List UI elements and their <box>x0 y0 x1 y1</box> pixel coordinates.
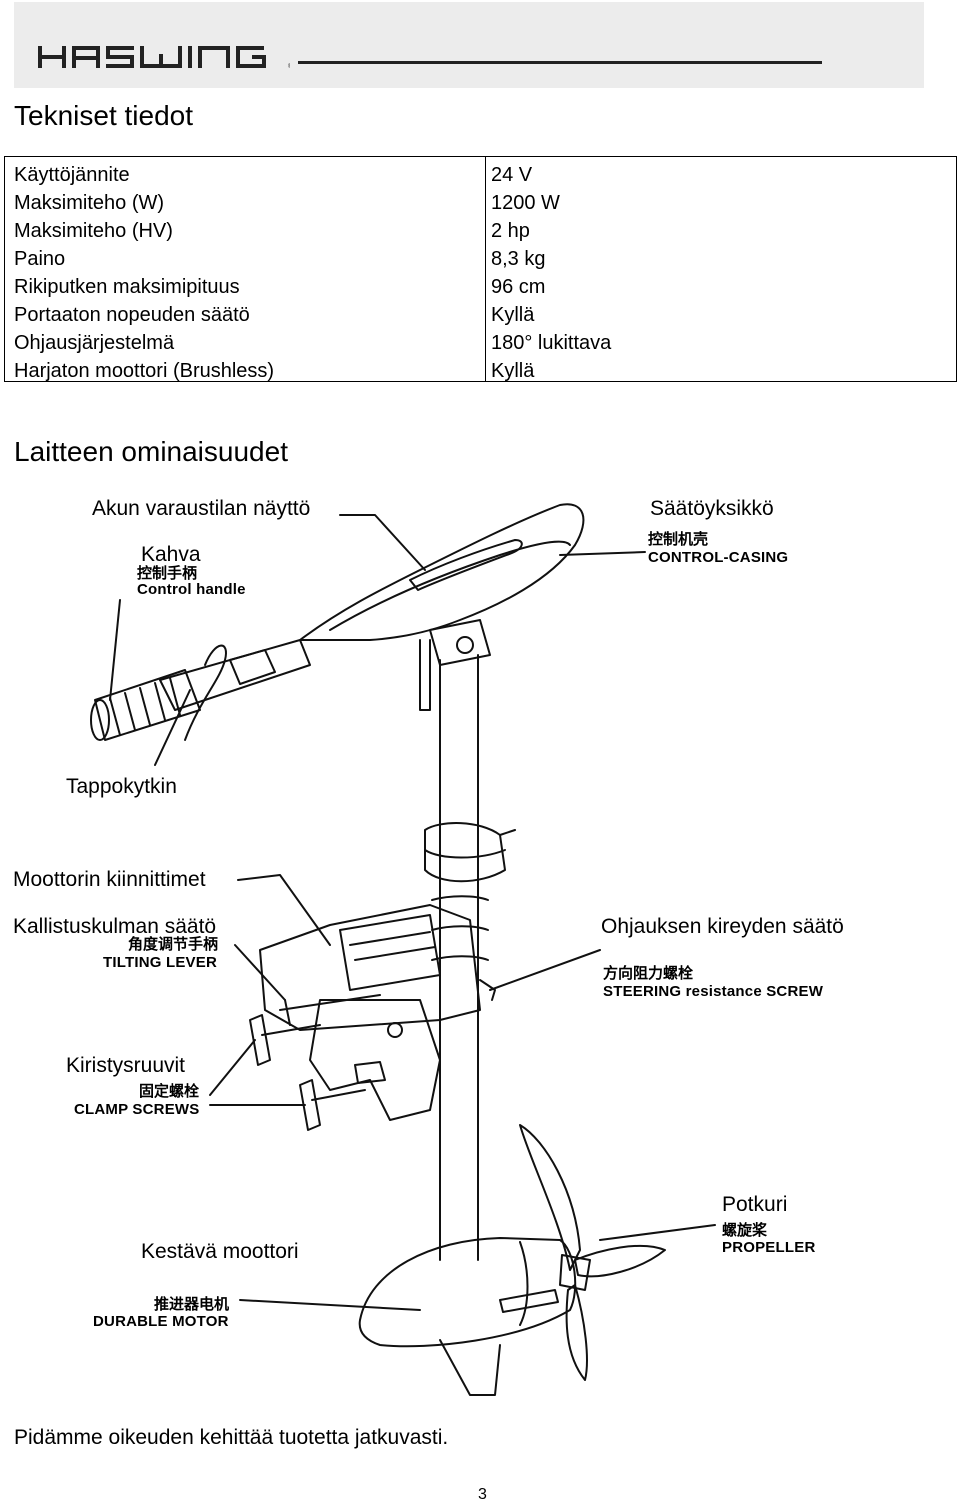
footer-note: Pidämme oikeuden kehittää tuotetta jatku… <box>14 1426 449 1449</box>
leader-motor <box>239 1299 421 1311</box>
label-motor-mounts: Moottorin kiinnittimet <box>13 868 206 891</box>
leader-steering <box>489 949 601 991</box>
spec-label: Maksimiteho (W) <box>14 192 165 214</box>
leader-handle <box>109 599 121 701</box>
clamp-screw-upper <box>249 1014 321 1066</box>
spec-value: 96 cm <box>491 276 546 298</box>
spec-labels: Käyttöjännite Maksimiteho (W) Maksimiteh… <box>14 161 274 385</box>
label-tilt-adjust: Kallistuskulman säätö <box>13 915 217 938</box>
spec-value: Kyllä <box>491 304 535 326</box>
spec-label: Harjaton moottori (Brushless) <box>14 360 275 382</box>
spec-label: Portaaton nopeuden säätö <box>14 304 250 326</box>
label-clamp-en: CLAMP SCREWS <box>74 1101 200 1118</box>
label-battery-display: Akun varaustilan näyttö <box>92 497 311 520</box>
label-propeller-en: PROPELLER <box>722 1239 816 1256</box>
section-title-features: Laitteen ominaisuudet <box>14 436 288 467</box>
motor-mount-bracket <box>259 904 481 1031</box>
leader-battery <box>339 514 426 571</box>
tiller-arm <box>159 639 311 711</box>
spec-value: 24 V <box>491 164 533 186</box>
spec-values: 24 V 1200 W 2 hp 8,3 kg 96 cm Kyllä 180°… <box>491 161 611 385</box>
label-steering-adjust: Ohjauksen kireyden säätö <box>601 915 844 938</box>
label-motor-en: DURABLE MOTOR <box>93 1313 229 1330</box>
spec-value: 8,3 kg <box>491 248 546 270</box>
leader-kill <box>154 689 191 766</box>
spec-value: 2 hp <box>491 220 530 242</box>
spec-table: Käyttöjännite Maksimiteho (W) Maksimiteh… <box>4 156 957 382</box>
spec-label: Käyttöjännite <box>14 164 130 186</box>
clamp-screw-lower <box>299 1079 366 1131</box>
tilting-lever <box>279 994 381 1026</box>
label-propeller-cn: 螺旋桨 <box>722 1222 768 1239</box>
leader-tilt <box>234 944 286 1001</box>
propeller-blades <box>519 1124 666 1381</box>
label-handle-cn: 控制手柄 <box>137 565 198 582</box>
section-title-specs: Tekniset tiedot <box>14 100 193 131</box>
haswing-logo: ® <box>38 46 290 70</box>
label-clamp-screws: Kiristysruuvit <box>66 1054 186 1077</box>
label-steering-cn: 方向阻力螺栓 <box>603 965 694 982</box>
label-steering-en: STEERING resistance SCREW <box>603 983 824 1000</box>
label-handle: Kahva <box>141 543 201 566</box>
header-rule <box>298 61 822 64</box>
spec-divider <box>485 157 486 381</box>
label-control-unit-cn: 控制机壳 <box>648 531 709 548</box>
page-number: 3 <box>478 1486 487 1503</box>
spec-value: Kyllä <box>491 360 535 382</box>
leader-clamp <box>209 1039 306 1106</box>
control-head-shape <box>299 503 585 641</box>
spec-label: Rikiputken maksimipituus <box>14 276 240 298</box>
header-band <box>14 2 924 88</box>
logo-mark: ® <box>288 63 290 70</box>
handle-grip <box>94 669 201 741</box>
spec-value: 1200 W <box>491 192 560 214</box>
motor-pod <box>358 1237 577 1348</box>
skeg <box>439 1339 501 1396</box>
trolling-motor-diagram <box>90 503 716 1396</box>
label-clamp-cn: 固定螺栓 <box>139 1083 200 1100</box>
label-tilt-en: TILTING LEVER <box>103 954 217 971</box>
clamp-plate <box>309 999 441 1121</box>
label-propeller: Potkuri <box>722 1193 788 1216</box>
label-handle-en: Control handle <box>137 581 246 598</box>
steering-collar <box>424 822 506 883</box>
label-tilt-cn: 角度调节手柄 <box>128 936 219 953</box>
label-motor-cn: 推进器电机 <box>154 1296 230 1313</box>
leader-propeller <box>599 1224 716 1241</box>
label-kill-switch: Tappokytkin <box>66 775 177 798</box>
spec-label: Ohjausjärjestelmä <box>14 332 175 354</box>
label-control-unit-en: CONTROL-CASING <box>648 549 789 566</box>
spec-value: 180° lukittava <box>491 332 612 354</box>
leader-mounts <box>237 874 331 946</box>
spec-label: Maksimiteho (HV) <box>14 220 173 242</box>
spec-label: Paino <box>14 248 66 270</box>
leader-control <box>559 551 646 556</box>
battery-display-window <box>409 539 523 591</box>
kill-switch-lanyard <box>184 644 227 741</box>
label-control-unit: Säätöyksikkö <box>650 497 774 520</box>
label-motor: Kestävä moottori <box>141 1240 299 1263</box>
